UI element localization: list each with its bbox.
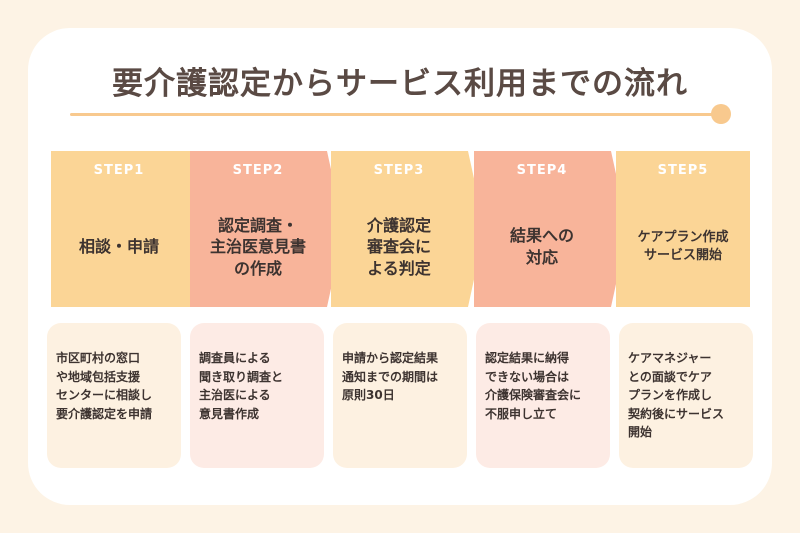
step-3-title: 介護認定 審査会に よる判定	[366, 215, 431, 278]
step-3-description: 申請から認定結果 通知までの期間は 原則30日	[333, 323, 467, 468]
step-2-arrow: STEP2 認定調査・ 主治医意見書 の作成	[190, 151, 344, 307]
step-1-title: 相談・申請	[78, 237, 159, 257]
step-5-label: STEP5	[657, 163, 709, 178]
step-5-description: ケアマネジャー との面談でケア プランを作成し 契約後にサービス 開始	[619, 323, 753, 468]
step-2-label: STEP2	[232, 163, 284, 178]
step-1-arrow: STEP1 相談・申請	[51, 151, 201, 307]
step-2-title: 認定調査・ 主治医意見書 の作成	[209, 215, 306, 278]
step-5-title: ケアプラン作成 サービス開始	[637, 230, 729, 263]
page-title: 要介護認定からサービス利用までの流れ	[112, 66, 688, 102]
step-4-title: 結果への 対応	[509, 226, 574, 267]
step-4-description: 認定結果に納得 できない場合は 介護保険審査会に 不服申し立て	[476, 323, 610, 468]
step-5-box: STEP5 ケアプラン作成 サービス開始	[616, 151, 750, 307]
step-2-description: 調査員による 聞き取り調査と 主治医による 意見書作成	[190, 323, 324, 468]
step-4-label: STEP4	[516, 163, 568, 178]
step-1-label: STEP1	[93, 163, 145, 178]
step-1-description: 市区町村の窓口 や地域包括支援 センターに相談し 要介護認定を申請	[47, 323, 181, 468]
title-underline	[70, 113, 720, 116]
title-underline-dot	[711, 104, 731, 124]
step-3-label: STEP3	[373, 163, 425, 178]
step-4-arrow: STEP4 結果への 対応	[474, 151, 628, 307]
step-3-arrow: STEP3 介護認定 審査会に よる判定	[331, 151, 485, 307]
